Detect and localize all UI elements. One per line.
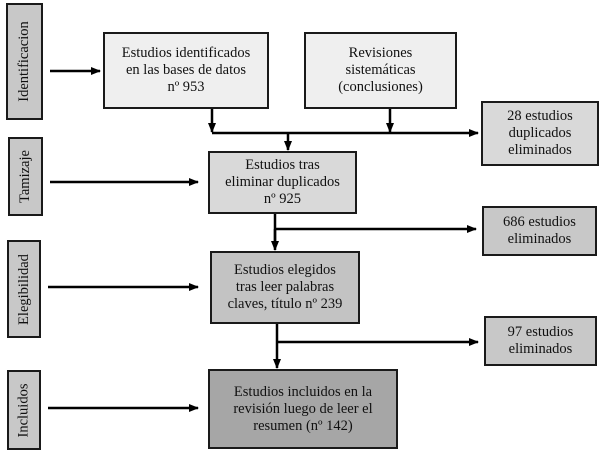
stage-tamizaje-label: Tamizaje	[17, 150, 33, 203]
stage-tamizaje: Tamizaje	[8, 137, 43, 216]
stage-incluidos-label: Incluidos	[15, 383, 32, 437]
stage-elegibilidad: Elegibilidad	[7, 240, 41, 338]
box-excluded-686: 686 estudios eliminados	[482, 206, 597, 256]
box-identified: Estudios identificados en las bases de d…	[103, 32, 269, 109]
box-excluded-97: 97 estudios eliminados	[484, 316, 597, 366]
box-duplicates-removed: 28 estudios duplicados eliminados	[481, 101, 599, 166]
box-included: Estudios incluidos en la revisión luego …	[208, 369, 398, 449]
box-reviews: Revisiones sistemáticas (conclusiones)	[304, 32, 457, 109]
stage-incluidos: Incluidos	[7, 370, 41, 450]
stage-elegibilidad-label: Elegibilidad	[15, 253, 32, 325]
stage-identificacion: Identificacion	[6, 3, 43, 120]
stage-identificacion-label: Identificacion	[16, 21, 33, 102]
box-eligible: Estudios elegidos tras leer palabras cla…	[210, 251, 360, 324]
box-after-dedup: Estudios tras eliminar duplicados nº 925	[208, 151, 357, 214]
